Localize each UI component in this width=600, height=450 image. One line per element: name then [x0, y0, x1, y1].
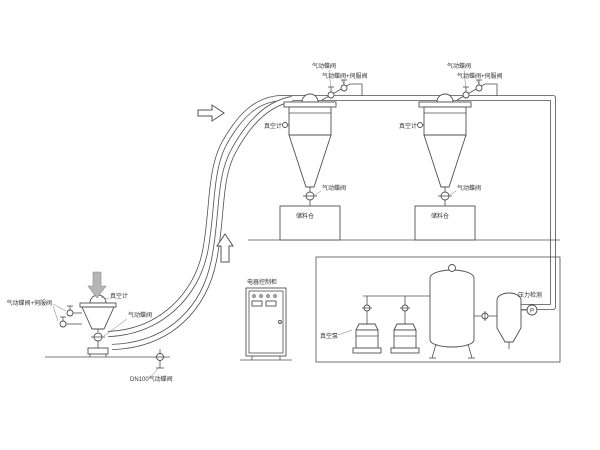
- receiver1-body: [288, 106, 332, 136]
- receiver2-riser-pipe: [456, 83, 498, 101]
- receiver1-discharge-label: 气动蝶阀: [322, 184, 346, 192]
- receiver2-gauge-icon: [417, 122, 423, 128]
- cabinet-handle-icon: [278, 320, 282, 324]
- receiver2-discharge-leader: [449, 190, 457, 196]
- vacuum-pump-1: [352, 323, 382, 354]
- feeder-valve-leader1: [52, 303, 67, 312]
- cabinet-panel-icon: [251, 300, 263, 307]
- cabinet-panel-icon: [265, 300, 277, 307]
- receiver2-cone: [423, 134, 467, 188]
- receiver1-valve-servo-leader: [341, 79, 345, 86]
- vacuum-receiver-2: 气动蝶阀 气动蝶阀+伺服阀 真空计 气动蝶阀 储料仓: [399, 62, 503, 241]
- cabinet-lamp-icon: [252, 294, 256, 298]
- pump-room: P 压力检测 真空泵: [315, 256, 561, 363]
- receiver1-valve-top-label: 气动蝶阀: [312, 62, 336, 70]
- main-pipe-inner: [107, 95, 556, 337]
- pump2-body: [393, 329, 417, 349]
- pump1-base: [352, 347, 382, 354]
- receiver2-valve-top-leader: [463, 69, 467, 92]
- pressure-detect-label: 压力检测: [518, 291, 542, 299]
- receiver2-top-valve-icon: [462, 91, 470, 99]
- tank-manhole-icon: [448, 264, 456, 272]
- inline-filter: P 压力检测: [496, 291, 542, 349]
- filter-shell: [496, 292, 522, 343]
- flow-arrow-up-icon: [216, 233, 234, 263]
- receiver2-bin: [414, 205, 476, 241]
- receiver1-discharge-leader: [314, 190, 322, 196]
- pump-room-outline: [315, 256, 561, 363]
- flow-arrow-right-icon: [197, 104, 225, 122]
- feeder-valve-label: 气动蝶阀+伺服阀: [6, 299, 52, 307]
- cabinet-label: 电器控制柜: [247, 278, 277, 286]
- conveying-pipes: [107, 95, 556, 350]
- pump1-cap: [355, 323, 379, 331]
- feeder-flange: [79, 302, 117, 308]
- pressure-gauge-icon: [526, 304, 538, 316]
- receiver2-vacuum-gauge-label: 真空计: [399, 122, 417, 130]
- receiver1-valve-servo-label: 气动蝶阀+伺服阀: [322, 72, 368, 80]
- pump2-base: [390, 347, 420, 354]
- vacuum-pump-label: 真空泵: [320, 332, 338, 340]
- pump2-cap: [393, 323, 417, 331]
- receiver1-gauge-icon: [282, 122, 288, 128]
- receiver1-bin: [279, 205, 341, 241]
- inlet-valve-leader: [149, 366, 160, 379]
- receiver1-vacuum-gauge-label: 真空计: [264, 122, 282, 130]
- second-pipe-inner: [111, 96, 293, 350]
- tank-leg-left: [431, 343, 437, 359]
- receiver2-valve-top-label: 气动蝶阀: [447, 62, 471, 70]
- vacuum-pump-2: [390, 323, 420, 354]
- cabinet-door: [248, 290, 284, 354]
- control-cabinet: 电器控制柜: [245, 278, 287, 360]
- receiver2-lid: [418, 101, 472, 108]
- feeder-vacuum-gauge-label: 真空计: [110, 292, 128, 300]
- receiver2-valve-servo-leader: [476, 79, 480, 86]
- receiver2-servo-valve-icon: [475, 84, 483, 92]
- inlet-valve-label: DN100气动蝶阀: [130, 375, 173, 383]
- cabinet-lamp-icon: [273, 294, 277, 298]
- buffer-tank: [429, 264, 475, 359]
- receiver2-valve-servo-label: 气动蝶阀+伺服阀: [457, 72, 503, 80]
- feeder-discharge-valve-label: 气动蝶阀: [128, 311, 152, 319]
- vacuum-pump-leader: [337, 329, 353, 336]
- pump1-body: [355, 329, 379, 349]
- feed-arrow-down-icon: [87, 271, 107, 299]
- feeder-side-valve2-icon: [59, 320, 67, 328]
- receiver1-lid: [283, 101, 337, 108]
- feeder-side-valve-icon: [66, 309, 74, 317]
- receiver2-body: [423, 106, 467, 136]
- tank-leg-right: [467, 343, 473, 359]
- receiver1-servo-valve-icon: [340, 84, 348, 92]
- inlet-valve-assembly: DN100气动蝶阀: [130, 349, 173, 383]
- receiver1-cone: [288, 134, 332, 188]
- feeder-valve-leader2: [52, 305, 59, 322]
- receiver1-riser-pipe: [321, 83, 363, 101]
- receiver1-top-valve-icon: [327, 91, 335, 99]
- feeder-station: 气动蝶阀+伺服阀 真空计 气动蝶阀: [6, 292, 152, 357]
- vacuum-receiver-1: 气动蝶阀 气动蝶阀+伺服阀 真空计 气动蝶阀 储料仓: [264, 62, 368, 241]
- receiver1-dome: [301, 93, 319, 103]
- receiver2-bin-label: 储料仓: [431, 212, 449, 220]
- feeder-gauge-leader: [100, 296, 110, 300]
- tank-shell: [429, 269, 475, 348]
- receiver2-dome: [436, 93, 454, 103]
- cabinet-lamp-icon: [259, 294, 263, 298]
- pressure-gauge-letter: P: [530, 309, 534, 315]
- feeder-hopper: [81, 306, 115, 330]
- receiver2-discharge-label: 气动蝶阀: [457, 184, 481, 192]
- feeder-discharge-leader: [103, 318, 128, 337]
- cabinet-lamp-icon: [266, 294, 270, 298]
- receiver1-valve-top-leader: [328, 69, 332, 92]
- receiver1-bin-label: 储料仓: [296, 212, 314, 220]
- flow-arrows: [87, 104, 234, 299]
- feeder-base: [87, 347, 109, 355]
